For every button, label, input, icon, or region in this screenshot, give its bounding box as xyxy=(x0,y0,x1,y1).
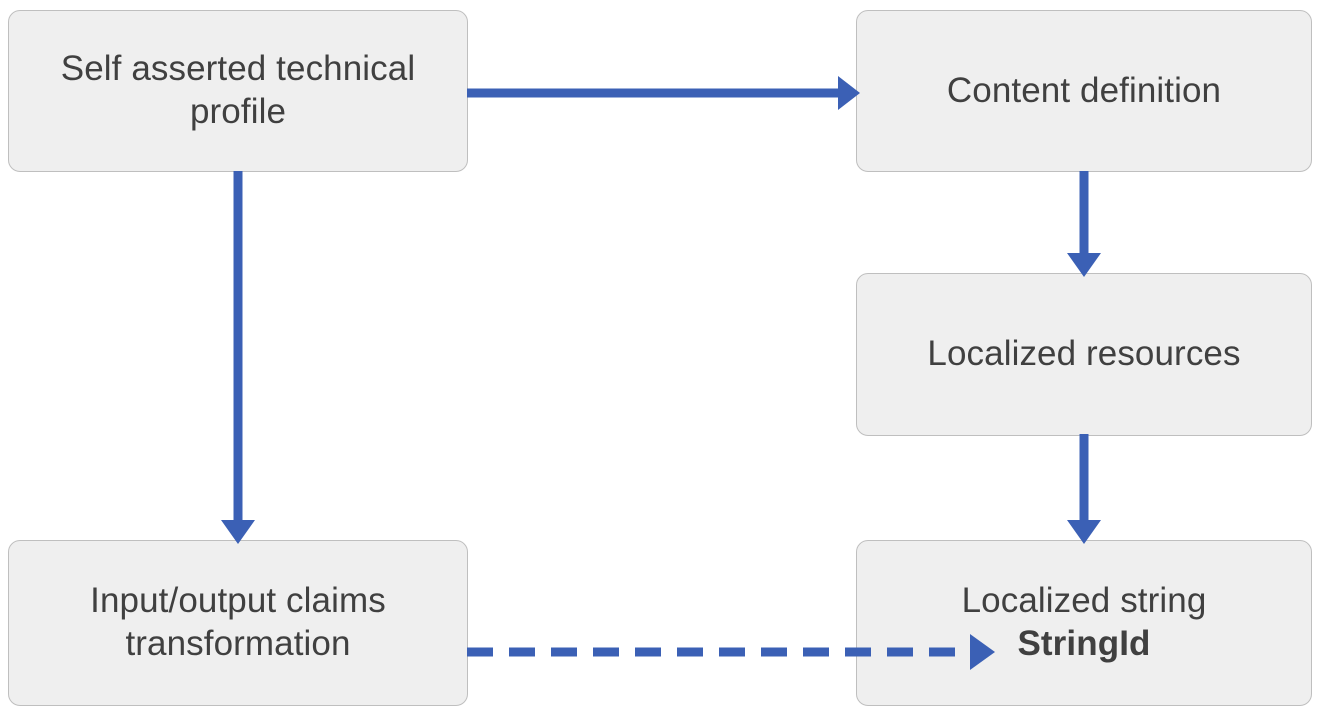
node-label: Content definition xyxy=(946,70,1222,110)
node-localized-resources[interactable]: Localized resources xyxy=(856,273,1312,436)
node-label: Localized resources xyxy=(927,334,1241,374)
edge-claims-to-string-arrow xyxy=(467,634,995,670)
node-label: Input/output claims transformation xyxy=(90,581,386,663)
node-content-definition[interactable]: Content definition xyxy=(856,10,1312,172)
node-label: Self asserted technical profile xyxy=(60,49,416,131)
edge-resources-to-string-arrow xyxy=(1067,434,1101,544)
node-input-output-claims-transformation[interactable]: Input/output claims transformation xyxy=(8,540,468,706)
edge-profile-to-content-arrow xyxy=(467,76,860,110)
edge-content-to-resources-arrow xyxy=(1067,171,1101,277)
node-self-asserted-technical-profile[interactable]: Self asserted technical profile xyxy=(8,10,468,172)
node-emphasis-label: StringId xyxy=(1017,624,1151,663)
edge-profile-to-claims-arrow xyxy=(221,171,255,544)
node-label: Localized string xyxy=(961,581,1207,621)
